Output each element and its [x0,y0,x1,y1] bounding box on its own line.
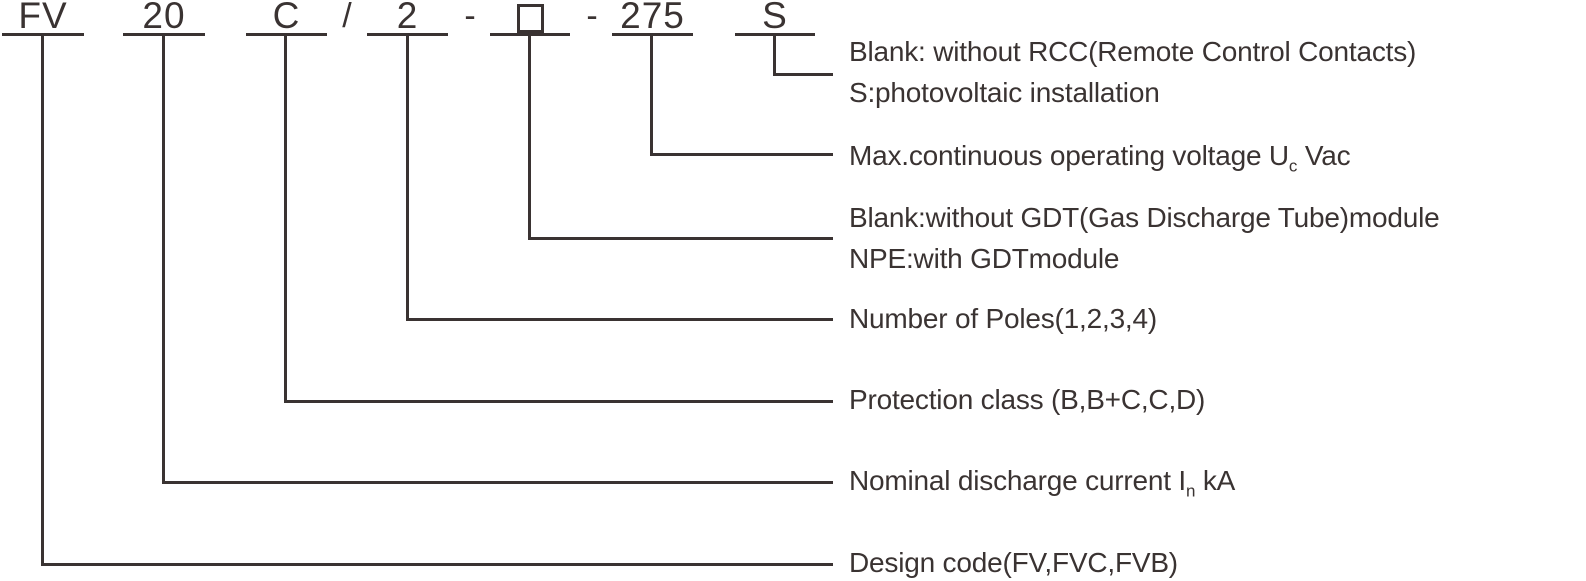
label-text: Max.continuous operating voltage U [849,140,1289,171]
connector-voltage-horizontal [650,153,833,156]
connector-gdt-horizontal [528,237,833,240]
label-protection-class-line-1: Protection class (B,B+C,C,D) [849,379,1205,420]
code-segment-gdt [517,0,544,36]
connector-poles-vertical [406,34,409,321]
label-gdt-line-2: NPE:with GDTmodule [849,238,1440,279]
label-discharge-current-line-1: Nominal discharge current In kA [849,460,1235,501]
label-voltage: Max.continuous operating voltage Uc Vac [849,135,1351,176]
code-segment-class: C [272,0,301,36]
connector-current-vertical [162,34,165,484]
connector-rcc-vertical [773,34,776,76]
label-text: Blank:without GDT(Gas Discharge Tube)mod… [849,202,1440,233]
dash-separator-2: - [586,0,598,35]
label-text: Protection class (B,B+C,C,D) [849,384,1206,415]
label-poles-line-1: Number of Poles(1,2,3,4) [849,298,1157,339]
connector-class-vertical [284,34,287,403]
connector-design-vertical [41,34,44,566]
label-text: NPE:with GDTmodule [849,243,1120,274]
label-text: Blank: without RCC(Remote Control Contac… [849,36,1417,67]
label-subscript: c [1288,156,1298,176]
label-text: Nominal discharge current I [849,465,1186,496]
dash-separator-1: - [464,0,476,35]
code-segment-design: FV [18,0,68,36]
code-segment-current: 20 [142,0,186,36]
connector-gdt-vertical [528,34,531,240]
label-gdt: Blank:without GDT(Gas Discharge Tube)mod… [849,197,1440,279]
blank-box-icon [517,4,544,33]
connector-design-horizontal [41,563,833,566]
label-gdt-line-1: Blank:without GDT(Gas Discharge Tube)mod… [849,197,1440,238]
code-segment-rcc: S [762,0,788,36]
code-segment-poles: 2 [396,0,419,36]
label-text: S:photovoltaic installation [849,77,1160,108]
label-rcc: Blank: without RCC(Remote Control Contac… [849,31,1416,113]
connector-current-horizontal [162,481,833,484]
label-voltage-line-1: Max.continuous operating voltage Uc Vac [849,135,1351,176]
connector-rcc-horizontal [773,73,833,76]
label-text: Design code(FV,FVC,FVB) [849,547,1178,578]
label-subscript: n [1185,481,1196,501]
label-discharge-current: Nominal discharge current In kA [849,460,1235,501]
label-text: kA [1195,465,1236,496]
label-rcc-line-2: S:photovoltaic installation [849,72,1416,113]
connector-poles-horizontal [406,318,833,321]
connector-voltage-vertical [650,34,653,156]
label-design-code-line-1: Design code(FV,FVC,FVB) [849,542,1178,581]
connector-class-horizontal [284,400,833,403]
label-protection-class: Protection class (B,B+C,C,D) [849,379,1205,420]
label-text: Vac [1297,140,1351,171]
label-rcc-line-1: Blank: without RCC(Remote Control Contac… [849,31,1416,72]
code-segment-voltage: 275 [620,0,685,36]
label-text: Number of Poles(1,2,3,4) [849,303,1158,334]
slash-separator: / [342,0,352,35]
label-poles: Number of Poles(1,2,3,4) [849,298,1157,339]
label-design-code: Design code(FV,FVC,FVB) [849,542,1178,581]
